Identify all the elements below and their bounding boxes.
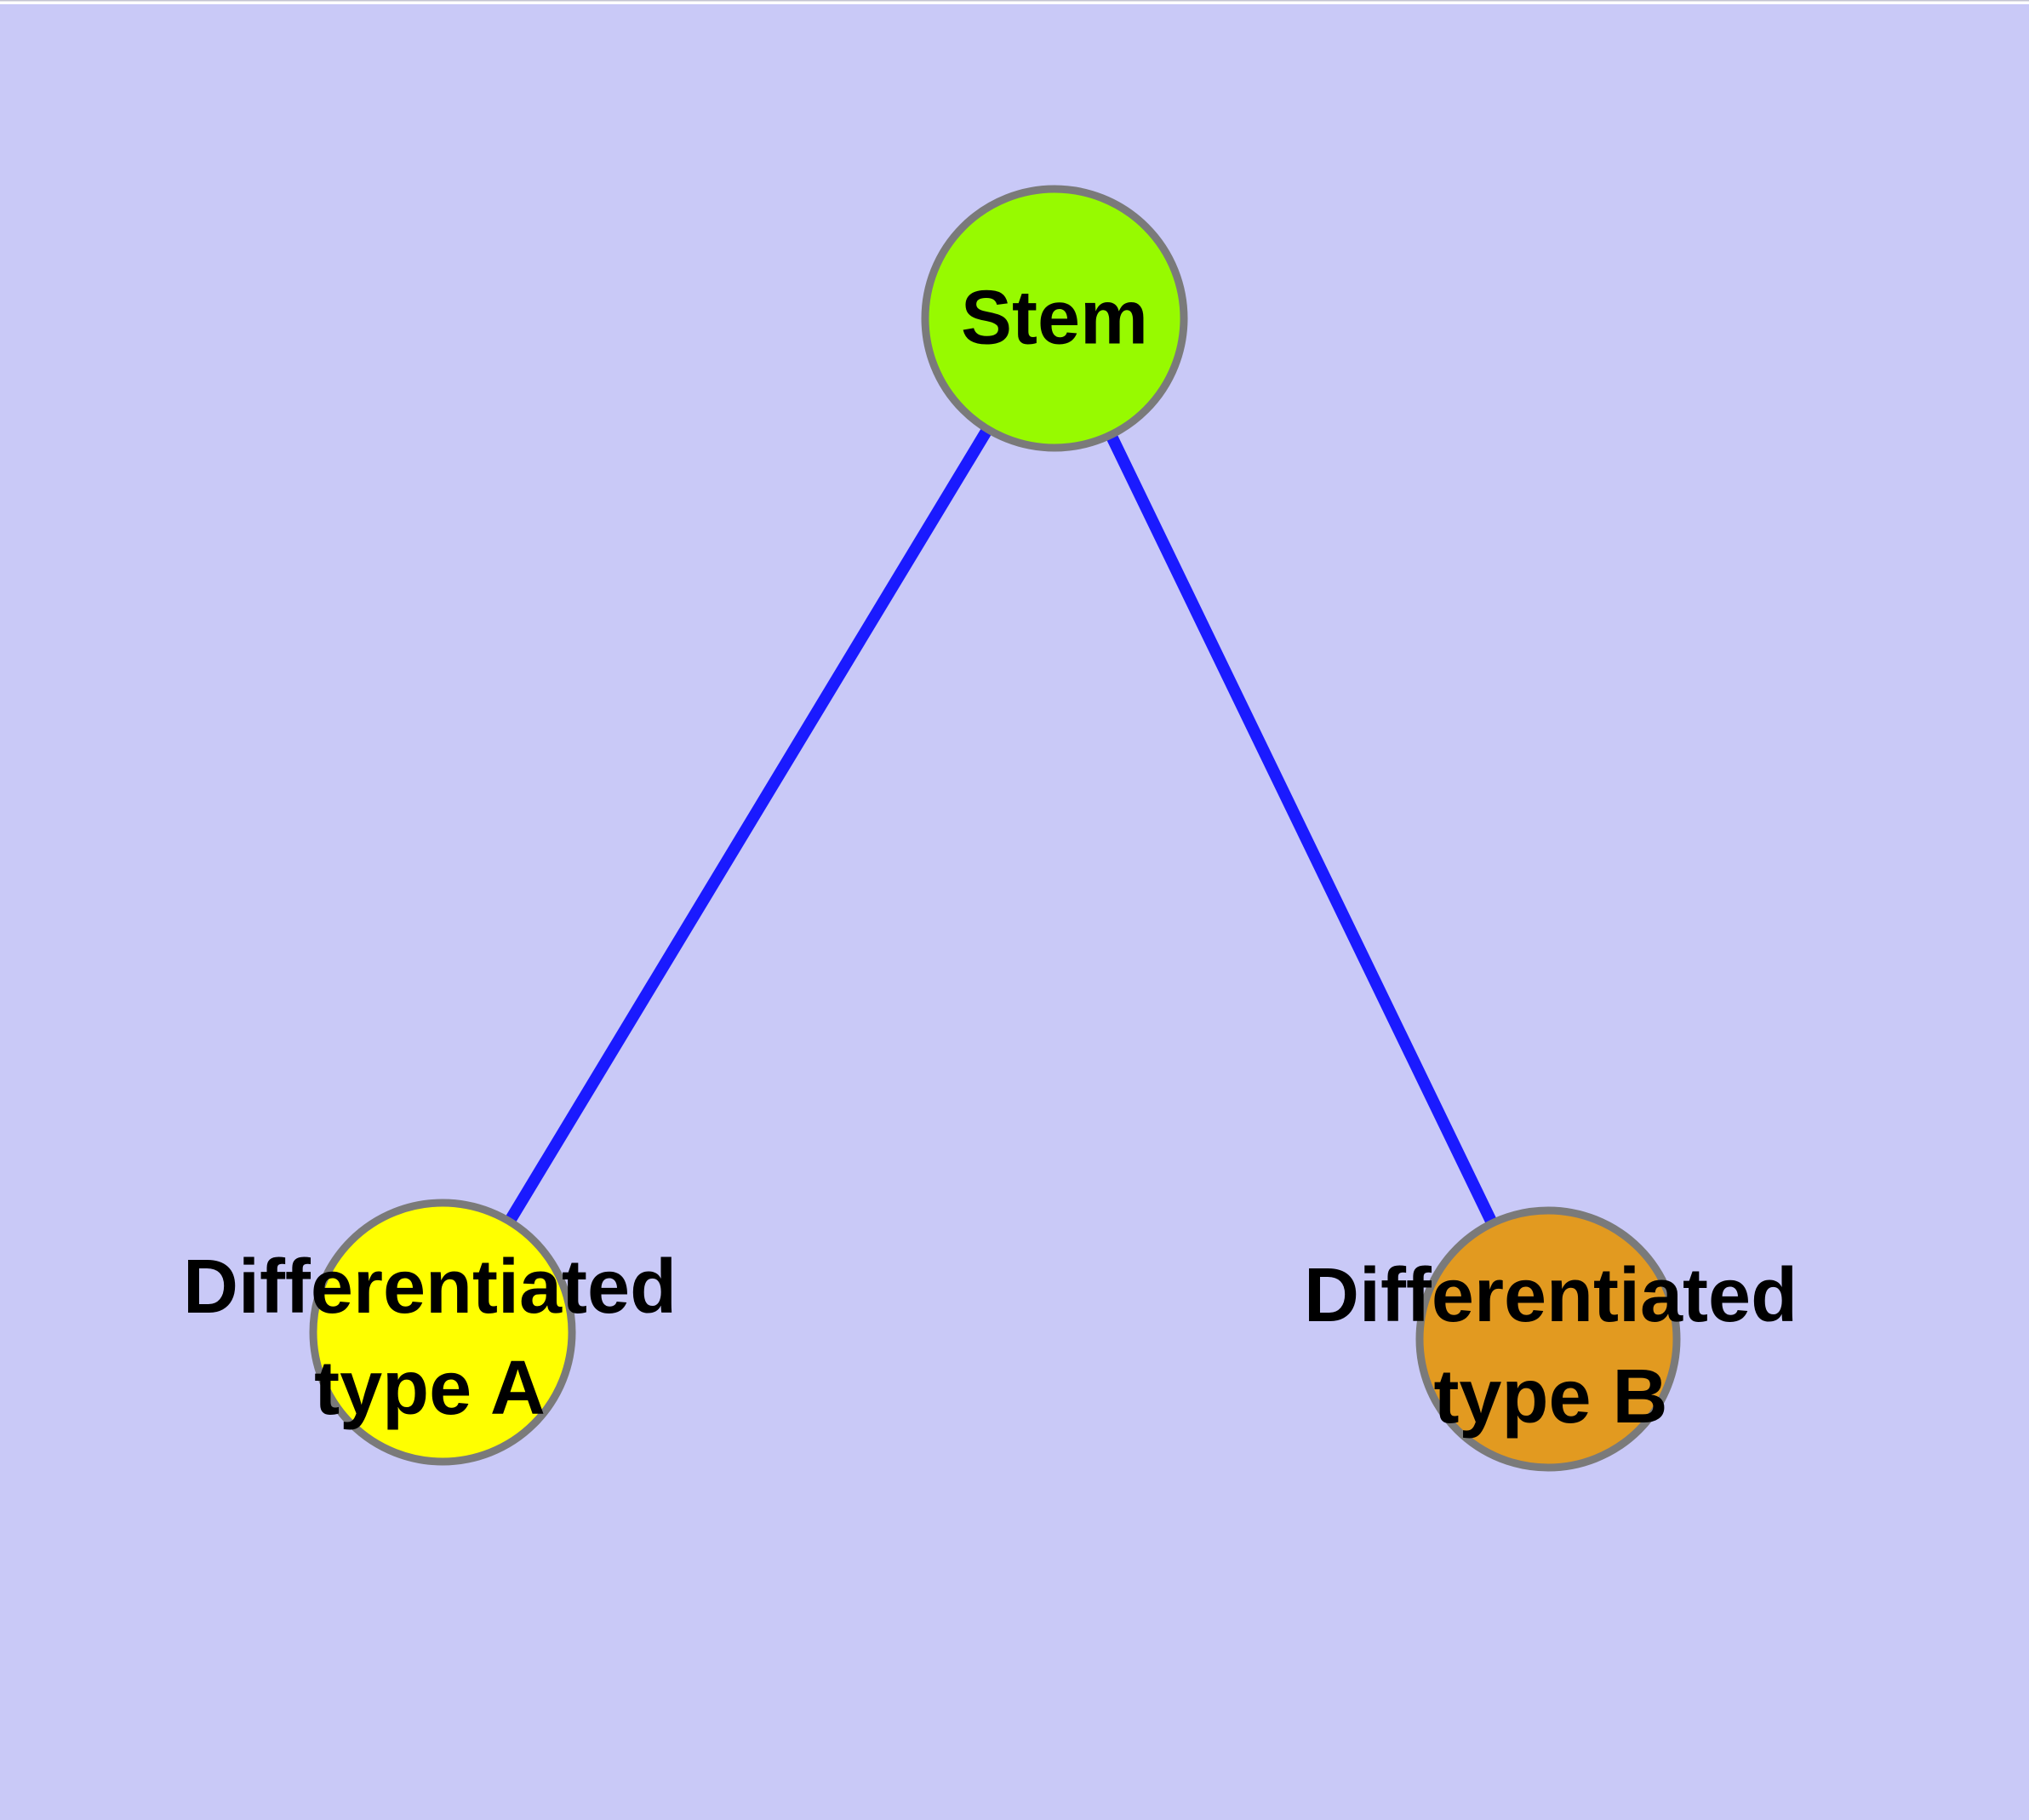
node-stem-circle[interactable] — [921, 185, 1188, 452]
node-type-a-circle[interactable] — [309, 1199, 576, 1466]
top-edge-strip — [0, 0, 2029, 4]
edge-stem-to-type-a — [437, 315, 1060, 1336]
node-type-b-circle[interactable] — [1415, 1206, 1681, 1472]
edge-stem-to-type-b — [1049, 315, 1554, 1342]
top-edge-hairline — [0, 0, 2029, 2]
